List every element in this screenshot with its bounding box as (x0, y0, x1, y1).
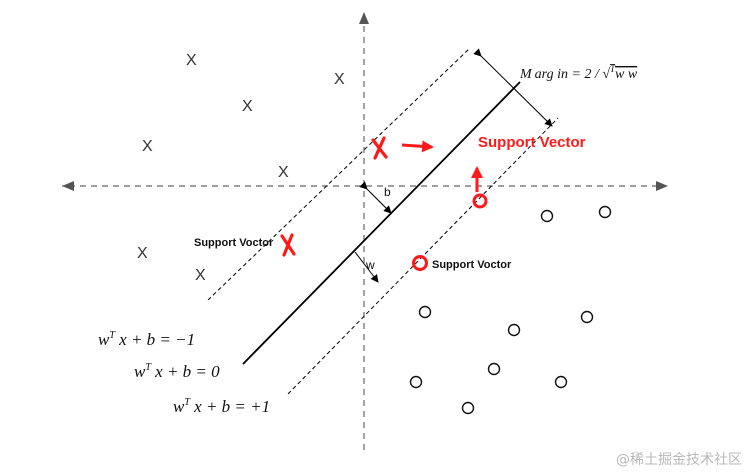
class-o-point (487, 362, 501, 376)
arrow-right-icon (401, 140, 434, 153)
class-o-group (409, 205, 612, 415)
class-o-point (409, 375, 423, 389)
b-label: b (384, 185, 391, 199)
support-vector-label-left: Support Voctor (194, 237, 274, 249)
class-x-point: X (278, 164, 289, 181)
decision-boundary (242, 81, 521, 365)
cross-mark-icon (280, 233, 296, 257)
horizontal-axis-left-arrow (62, 181, 74, 191)
class-o-point (554, 375, 568, 389)
class-o-point (540, 209, 554, 223)
w-arrow (354, 251, 379, 283)
class-o-point (598, 205, 612, 219)
class-o-point (418, 305, 432, 319)
margin-line-negative (207, 47, 471, 301)
margin-line-positive (287, 117, 559, 395)
class-x-group: X X X X X X X (137, 52, 345, 284)
support-vector-label-right: Support Voctor (432, 259, 512, 271)
class-x-point: X (195, 267, 206, 284)
class-x-point: X (242, 98, 253, 115)
vertical-axis-up-arrow (359, 12, 369, 24)
b-arrow (359, 181, 392, 214)
cross-mark-icon (371, 136, 388, 160)
class-o-point (580, 310, 594, 324)
watermark: @稀土掘金技术社区 (616, 452, 742, 468)
class-x-point: X (142, 138, 153, 155)
equation-zero: wT x + b = 0 (134, 362, 220, 381)
class-x-point: X (137, 245, 148, 262)
class-o-point (507, 323, 521, 337)
circle-mark-icon (412, 255, 428, 271)
margin-arrow (473, 48, 553, 127)
class-x-point: X (334, 71, 345, 88)
class-o-point (461, 401, 475, 415)
horizontal-axis-right-arrow (656, 181, 668, 191)
equation-plus-one: wT x + b = +1 (173, 397, 270, 416)
w-label: w (365, 258, 375, 272)
equation-minus-one: wT x + b = −1 (98, 330, 195, 349)
class-x-point: X (186, 52, 197, 69)
circle-mark-icon (472, 193, 488, 209)
support-vector-label-red: Support Vector (478, 134, 586, 151)
